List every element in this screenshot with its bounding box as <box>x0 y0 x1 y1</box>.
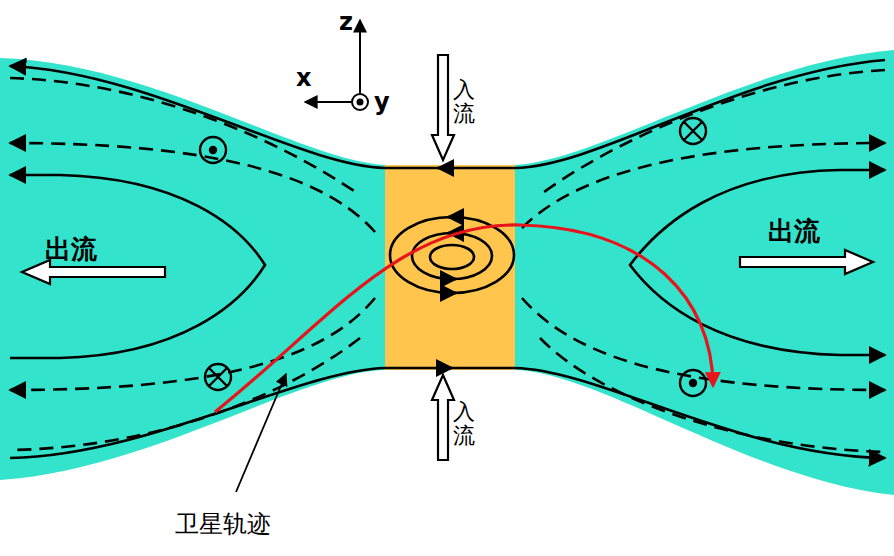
axis-label: y <box>374 90 390 114</box>
field-lines-part <box>440 367 452 370</box>
axis-label: z <box>339 10 353 34</box>
current-symbols-part <box>200 137 226 163</box>
current-symbols-part <box>680 370 706 396</box>
field-lines-part <box>412 233 492 279</box>
flow-label: 出流 <box>45 236 97 262</box>
leader-line <box>236 374 286 492</box>
field-lines-part-part <box>540 70 885 195</box>
field-lines-part <box>430 245 474 269</box>
current-symbols-part <box>680 118 706 144</box>
axes-part <box>352 94 368 110</box>
axes <box>305 20 368 110</box>
plasma-region <box>0 50 894 495</box>
flow-arrows-part <box>22 260 165 284</box>
satellite-trajectory <box>215 225 713 412</box>
current-symbols-part <box>209 368 227 386</box>
field-lines-part <box>446 278 456 281</box>
axes-part <box>358 100 363 105</box>
field-lines-part-part <box>10 143 375 232</box>
current-symbols <box>200 118 706 396</box>
current-symbols-part <box>684 122 702 140</box>
field-lines-part <box>840 169 885 172</box>
flow-arrows-part <box>740 250 873 274</box>
trajectory-label: 卫星轨迹 <box>175 512 271 536</box>
field-lines-part-part <box>522 143 885 228</box>
plasma-region-part <box>0 50 894 495</box>
field-lines-part <box>10 174 60 177</box>
axes-part <box>359 20 361 102</box>
flow-label: 入流 <box>453 78 475 126</box>
field-lines-part-part <box>10 338 360 450</box>
axis-label: x <box>296 66 311 90</box>
flow-label: 出流 <box>768 218 820 244</box>
current-symbols-part <box>205 364 231 390</box>
current-symbols-part <box>690 380 696 386</box>
flow-arrows <box>22 55 873 460</box>
field-lines-part <box>840 354 885 357</box>
field-lines-part-part <box>10 298 375 390</box>
flow-arrows-part <box>432 375 454 460</box>
satellite-trajectory-part <box>215 225 713 412</box>
field-lines-part <box>438 167 450 170</box>
plasma-region-part <box>385 165 515 370</box>
field-lines-part-part <box>10 78 360 195</box>
leader-line-part <box>236 374 286 492</box>
field-lines-part-part <box>540 338 885 452</box>
flow-arrows-part <box>432 55 454 160</box>
field-lines-part <box>10 357 60 360</box>
field-lines-part <box>444 292 456 295</box>
field-lines-part <box>448 216 460 219</box>
current-symbols-part <box>210 147 216 153</box>
flow-label: 入流 <box>453 400 475 448</box>
